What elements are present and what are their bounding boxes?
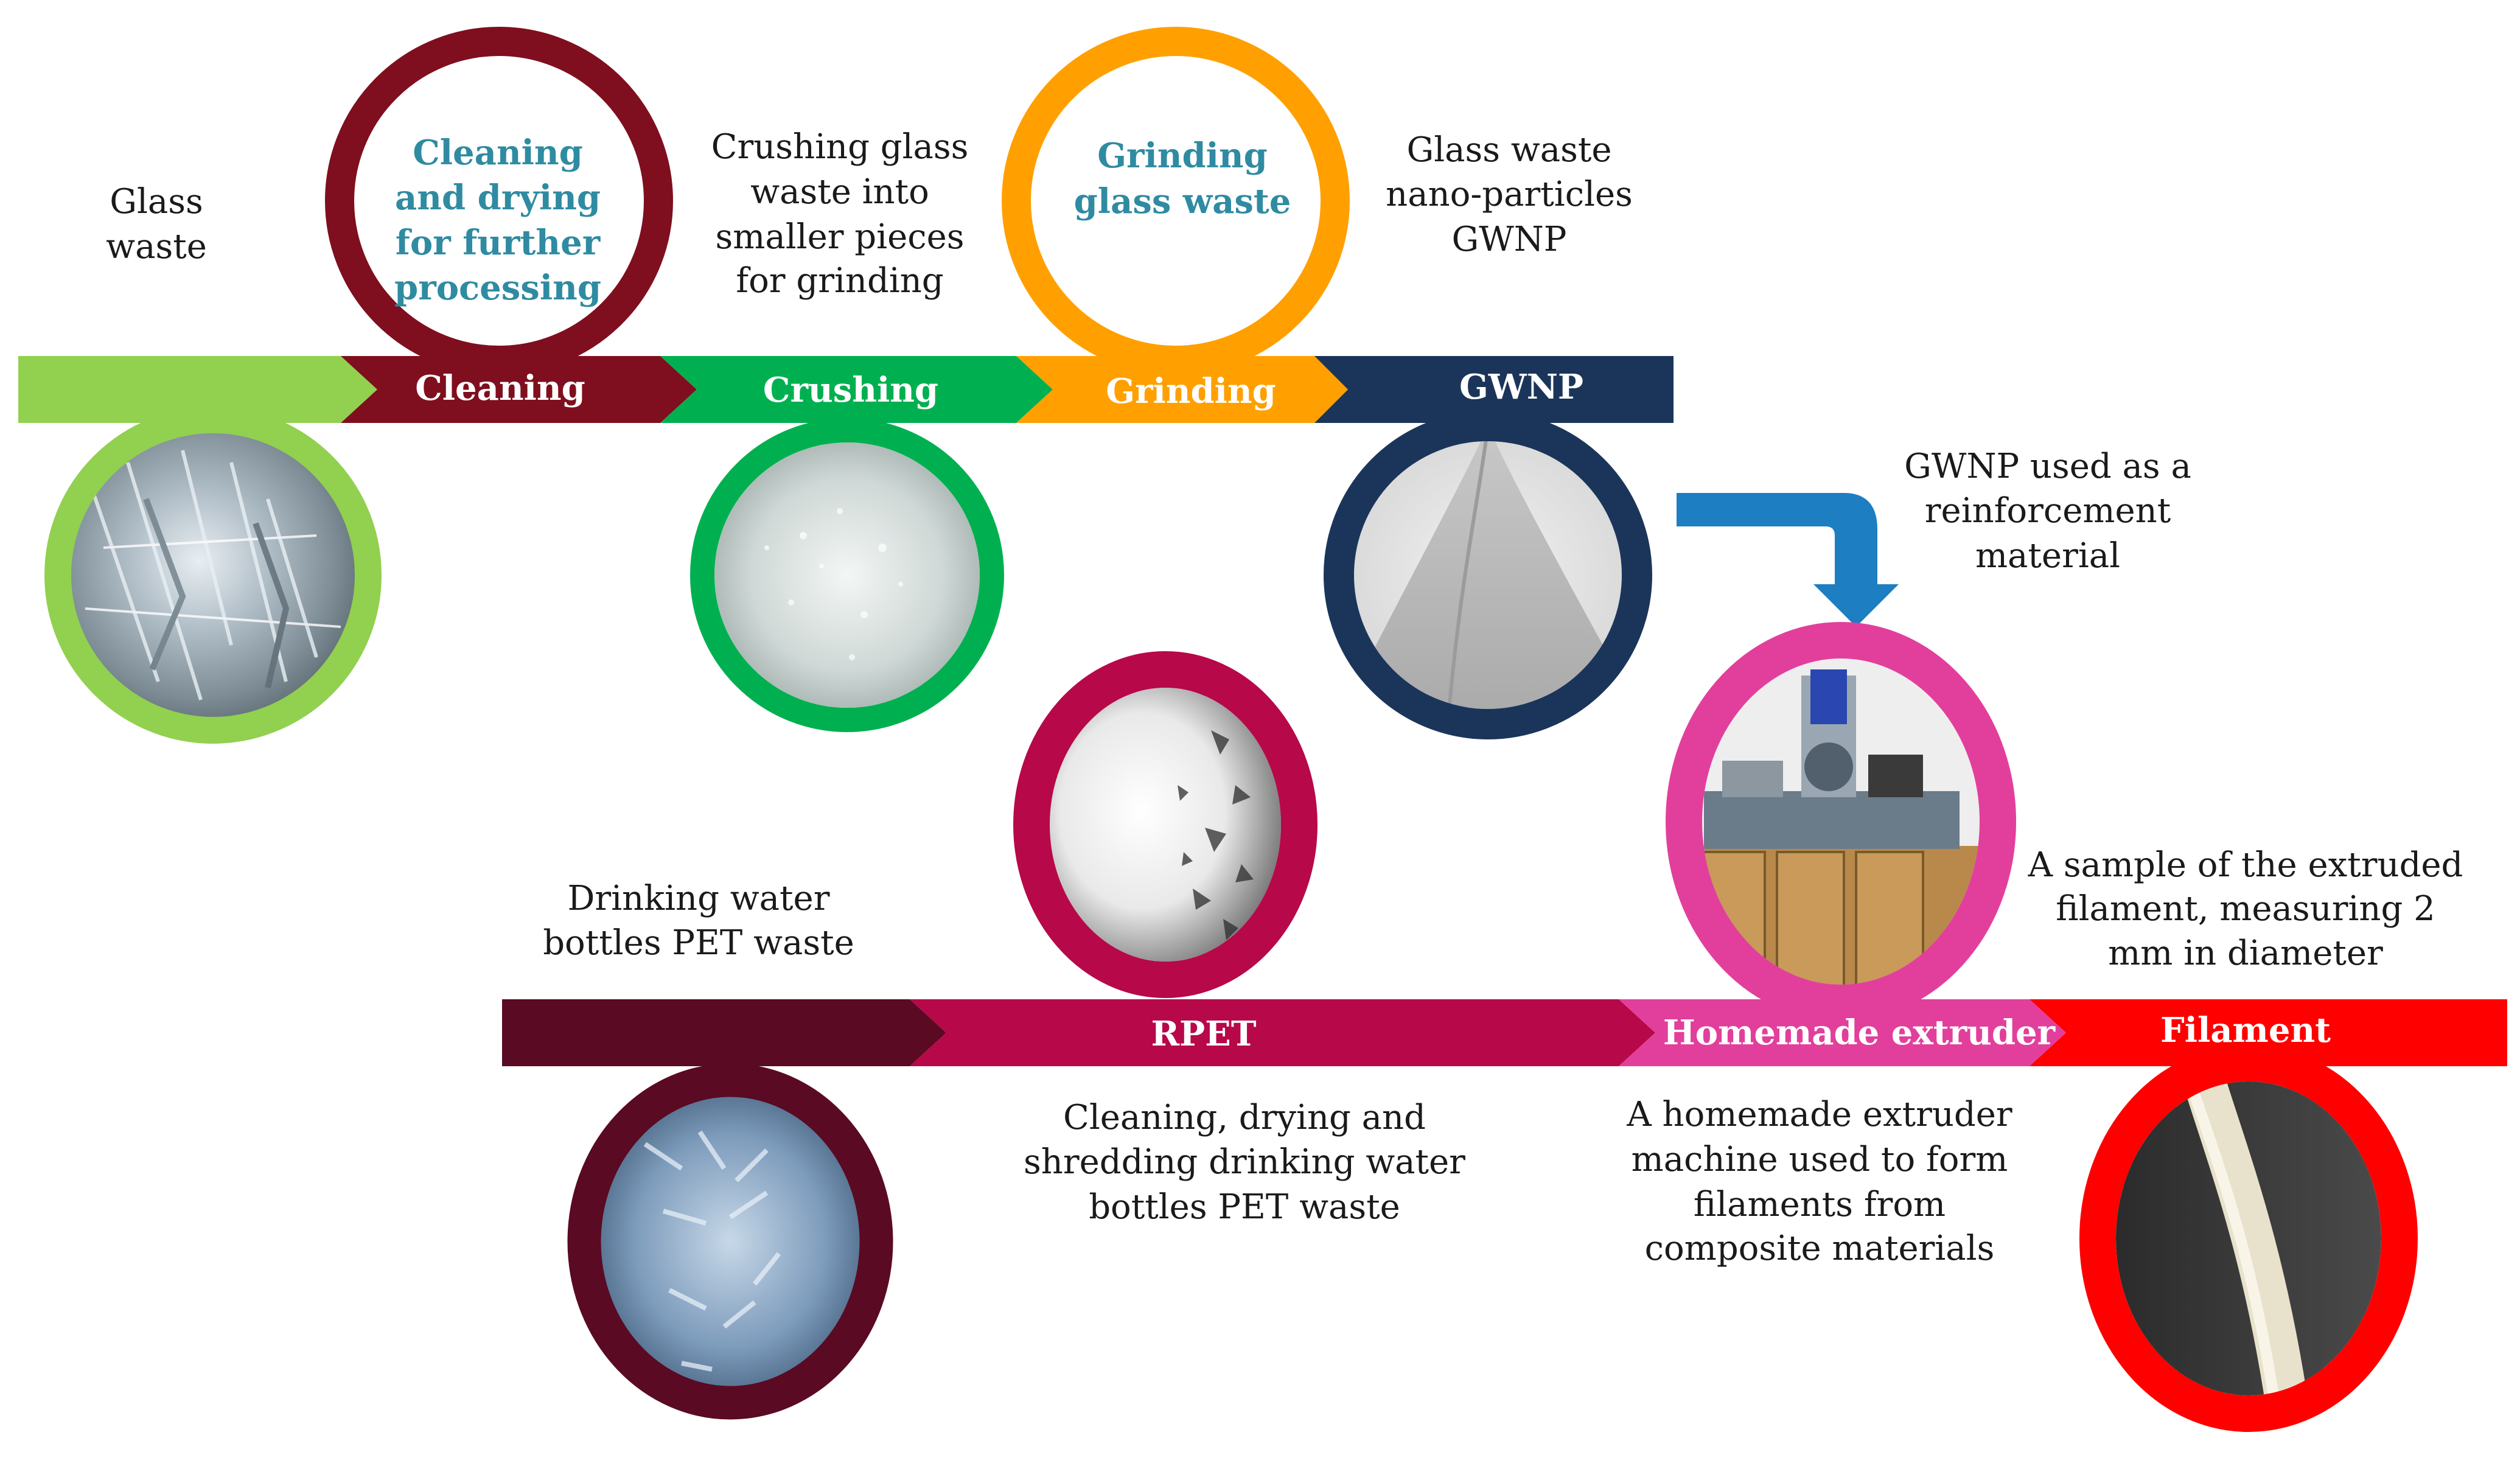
rpet-desc-line: shredding drinking water: [1024, 1142, 1465, 1182]
pet-flakes-photo: [1178, 730, 1254, 940]
band-pet-arrow: [502, 999, 946, 1066]
rpet-desc-line: Cleaning, drying and: [1063, 1098, 1426, 1137]
filament-photo: [2182, 1081, 2309, 1395]
crushing-desc-line: waste into: [750, 172, 929, 212]
crushing-description: Crushing glass waste into smaller pieces…: [711, 127, 969, 301]
crushing-desc-line: for grinding: [736, 261, 943, 301]
reinforcement-line: material: [1975, 536, 2120, 576]
extruder-description: A homemade extruder machine used to form…: [1626, 1095, 2012, 1268]
grinding-ring: [1002, 27, 1350, 375]
pet-waste-label: Drinking water bottles PET waste: [543, 879, 854, 963]
filament-desc-line: filament, measuring 2: [2056, 889, 2435, 929]
band-crushing: [660, 356, 1053, 423]
band-label-rpet: RPET: [1151, 1014, 1256, 1054]
grinding-circle-line: glass waste: [1074, 181, 1291, 222]
gwnp-powder-photo-ring: [1324, 411, 1652, 739]
band-label-extruder: Homemade extruder: [1663, 1013, 2056, 1053]
grinding-circle-text: Grinding glass waste: [1074, 136, 1291, 222]
crushing-desc-line: smaller pieces: [716, 217, 965, 257]
band-gwnp: [1314, 356, 1674, 423]
pet-waste-line: Drinking water: [568, 879, 830, 918]
pet-waste-line: bottles PET waste: [543, 923, 854, 963]
grinding-circle-line: Grinding: [1097, 136, 1268, 176]
glass-waste-line: Glass: [110, 182, 203, 222]
extruder-photo: [1702, 669, 1980, 985]
band-label-crushing: Crushing: [763, 370, 938, 410]
extruder-desc-line: machine used to form: [1632, 1140, 2008, 1179]
powder-pile-photo: [1354, 441, 1622, 709]
band-rpet: [910, 999, 1655, 1066]
glass-waste-photo-ring: [44, 407, 382, 744]
cleaning-circle-line: Cleaning: [413, 133, 583, 173]
extruder-desc-line: filaments from: [1694, 1185, 1946, 1224]
band-filament: [2030, 999, 2507, 1066]
rpet-description: Cleaning, drying and shredding drinking …: [1024, 1098, 1465, 1227]
reinforcement-arrow: [1677, 493, 1899, 627]
crushed-glass-photo: [764, 508, 903, 660]
filament-desc-line: A sample of the extruded: [2028, 845, 2463, 885]
band-cleaning: [341, 356, 697, 423]
filament-desc-line: mm in diameter: [2108, 934, 2383, 973]
crushed-glass-photo-ring: [690, 418, 1004, 732]
glass-shards-photo: [85, 450, 341, 700]
cleaning-ring: [325, 27, 673, 375]
rpet-desc-line: bottles PET waste: [1089, 1187, 1400, 1227]
band-glass-arrow: [18, 356, 402, 423]
filament-photo-ring: [2079, 1045, 2418, 1432]
band-extruder: [1619, 999, 2066, 1066]
cleaning-circle-line: and drying: [395, 178, 601, 218]
cleaning-circle-line: processing: [394, 268, 601, 308]
cleaning-circle-line: for further: [396, 223, 601, 263]
gwnp-desc-line: GWNP: [1452, 220, 1567, 259]
reinforcement-line: reinforcement: [1925, 491, 2171, 531]
glass-waste-label: Glass waste: [106, 182, 207, 267]
rpet-flakes-photo-ring: [1013, 651, 1318, 998]
extruder-photo-ring: [1666, 622, 2016, 1021]
band-label-cleaning: Cleaning: [415, 368, 585, 408]
band-label-grinding: Grinding: [1106, 371, 1276, 411]
gwnp-description: Glass waste nano-particles GWNP: [1386, 130, 1633, 259]
pet-bottles-photo: [643, 1130, 781, 1372]
gwnp-desc-line: Glass waste: [1406, 130, 1611, 170]
extruder-desc-line: composite materials: [1645, 1229, 1995, 1268]
band-label-filament: Filament: [2160, 1010, 2331, 1050]
glass-waste-line: waste: [106, 227, 207, 267]
reinforcement-note: GWNP used as a reinforcement material: [1904, 447, 2191, 576]
band-grinding: [1016, 356, 1348, 423]
reinforcement-line: GWNP used as a: [1904, 447, 2191, 486]
pet-bottles-photo-ring: [567, 1063, 893, 1420]
filament-description: A sample of the extruded filament, measu…: [2028, 845, 2463, 973]
extruder-desc-line: A homemade extruder: [1626, 1095, 2012, 1134]
cleaning-circle-text: Cleaning and drying for further processi…: [394, 133, 601, 308]
band-label-gwnp: GWNP: [1459, 367, 1583, 407]
gwnp-desc-line: nano-particles: [1386, 175, 1633, 214]
crushing-desc-line: Crushing glass: [711, 127, 969, 167]
